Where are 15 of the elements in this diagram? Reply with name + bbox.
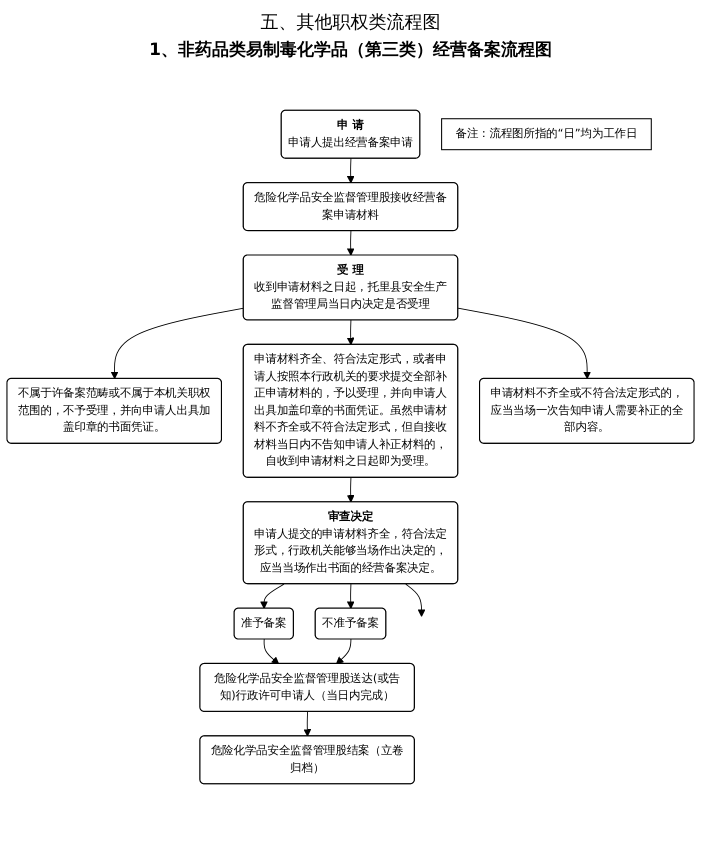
arrow [346,158,355,184]
arrow [458,308,591,380]
arrow [405,584,426,617]
arrow [260,584,285,609]
diagram-title: 五、其他职权类流程图 [260,11,442,34]
arrow [346,584,355,609]
node-box: 备注：流程图所指的“日”均为工作日 [441,118,652,150]
arrow [110,308,244,380]
arrow [264,639,280,664]
arrow [346,477,355,502]
arrow [303,711,312,737]
arrow [346,320,355,346]
arrow [336,639,352,664]
arrow [346,230,355,256]
diagram-subtitle: 1、非药品类易制毒化学品（第三类）经营备案流程图 [148,39,553,61]
